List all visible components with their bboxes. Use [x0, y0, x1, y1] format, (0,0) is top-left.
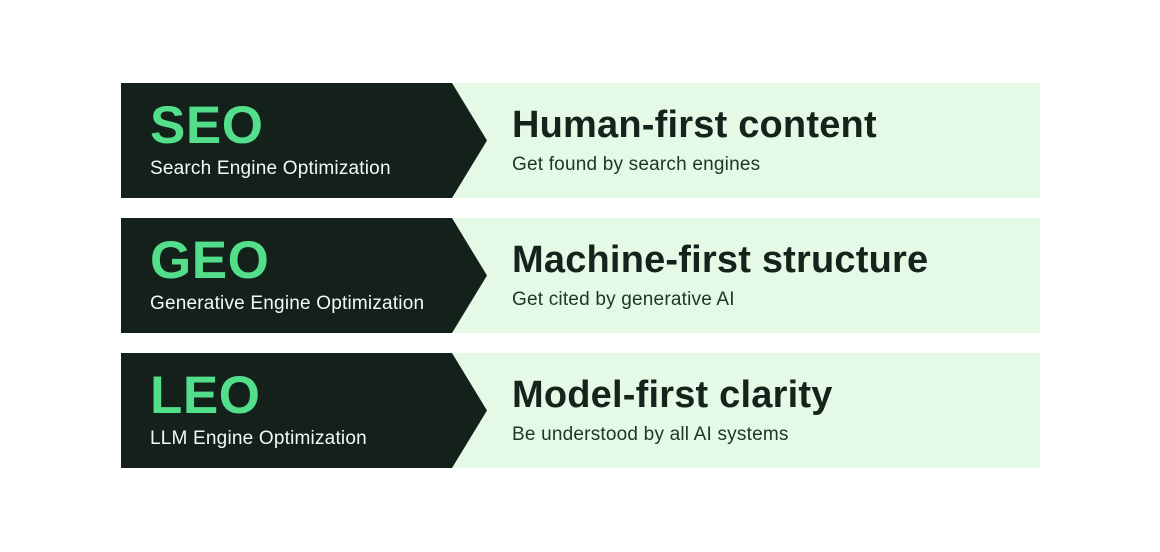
leo-arrow-block: LEO LLM Engine Optimization	[121, 353, 487, 468]
geo-content: Machine-first structure Get cited by gen…	[512, 218, 928, 333]
seo-title: Human-first content	[512, 103, 877, 146]
row-leo: LEO LLM Engine Optimization Model-first …	[121, 353, 1040, 468]
seo-arrow-block: SEO Search Engine Optimization	[121, 83, 487, 198]
row-seo: SEO Search Engine Optimization Human-fir…	[121, 83, 1040, 198]
seo-acronym: SEO	[150, 95, 264, 155]
leo-description: Be understood by all AI systems	[512, 423, 789, 445]
row-geo: GEO Generative Engine Optimization Machi…	[121, 218, 1040, 333]
geo-acronym-full: Generative Engine Optimization	[150, 293, 425, 315]
seo-acronym-full: Search Engine Optimization	[150, 158, 391, 180]
geo-arrow-block: GEO Generative Engine Optimization	[121, 218, 487, 333]
banner-rows: SEO Search Engine Optimization Human-fir…	[121, 83, 1040, 468]
leo-title: Model-first clarity	[512, 373, 833, 416]
seo-description: Get found by search engines	[512, 153, 761, 175]
geo-title: Machine-first structure	[512, 238, 929, 281]
leo-acronym-full: LLM Engine Optimization	[150, 428, 367, 450]
geo-description: Get cited by generative AI	[512, 288, 735, 310]
geo-acronym: GEO	[150, 230, 270, 290]
leo-acronym: LEO	[150, 365, 261, 425]
seo-content: Human-first content Get found by search …	[512, 83, 877, 198]
leo-content: Model-first clarity Be understood by all…	[512, 353, 833, 468]
